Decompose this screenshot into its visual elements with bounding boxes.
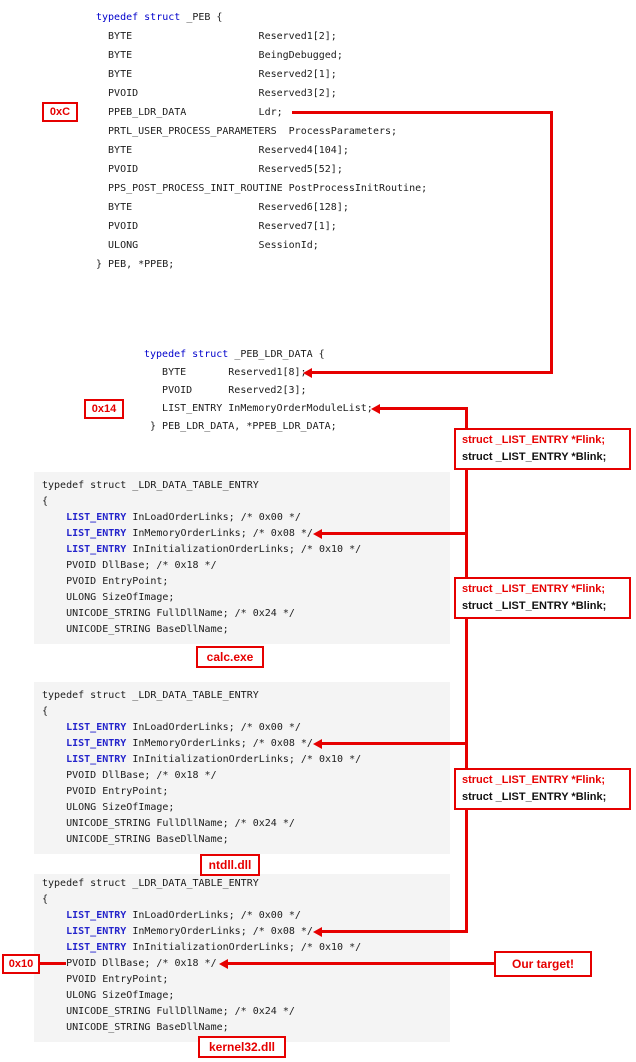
code-line: LIST_ENTRY InMemoryOrderLinks; /* 0x08 *…	[66, 528, 313, 539]
flink-text: struct _LIST_ENTRY *Flink;	[462, 774, 606, 786]
code-line: {	[42, 496, 49, 507]
list-entry-annotation-3: struct _LIST_ENTRY *Flink; struct _LIST_…	[454, 768, 631, 810]
offset-label-0x10: 0x10	[2, 954, 40, 974]
connector-inmemoryorderlinks-kernel32	[322, 930, 468, 933]
code-line: } PEB_LDR_DATA, *PPEB_LDR_DATA;	[144, 421, 337, 432]
code-line: PVOID DllBase; /* 0x18 */	[42, 958, 217, 969]
blink-text: struct _LIST_ENTRY *Blink;	[462, 600, 607, 612]
code-line: UNICODE_STRING FullDllName; /* 0x24 */	[42, 818, 295, 829]
code-line: {	[42, 706, 49, 717]
code-line: UNICODE_STRING BaseDllName;	[42, 834, 229, 845]
arrowhead-pebldrdata-icon	[303, 368, 312, 378]
code-line: PPEB_LDR_DATA Ldr;	[96, 107, 283, 118]
module-label-calc: calc.exe	[196, 646, 264, 668]
code-line: BYTE Reserved2[1];	[96, 69, 337, 80]
code-line: LIST_ENTRY InMemoryOrderLinks; /* 0x08 *…	[66, 738, 313, 749]
code-line: PVOID EntryPoint;	[42, 576, 169, 587]
code-line: typedef struct _LDR_DATA_TABLE_ENTRY	[42, 480, 259, 491]
code-line: LIST_ENTRY InLoadOrderLinks; /* 0x00 */	[66, 512, 301, 523]
our-target-label: Our target!	[494, 951, 592, 977]
code-line: PVOID Reserved7[1];	[96, 221, 337, 232]
code-line: typedef struct _PEB_LDR_DATA {	[144, 349, 325, 360]
module-label-ntdll: ntdll.dll	[200, 854, 260, 876]
code-line: UNICODE_STRING BaseDllName;	[42, 624, 229, 635]
code-line: BYTE Reserved4[104];	[96, 145, 349, 156]
arrowhead-inmemoryorderlinks-kernel32-icon	[313, 927, 322, 937]
code-line: PVOID EntryPoint;	[42, 786, 169, 797]
list-entry-annotation-1: struct _LIST_ENTRY *Flink; struct _LIST_…	[454, 428, 631, 470]
connector-ldr-top	[292, 111, 553, 114]
connector-inmemoryordermodulelist	[380, 407, 468, 410]
ldr-data-table-entry-ntdll: typedef struct _LDR_DATA_TABLE_ENTRY { LI…	[34, 682, 450, 854]
code-line: typedef struct _PEB {	[96, 12, 223, 23]
offset-label-0x14: 0x14	[84, 399, 124, 419]
arrowhead-dllbase-icon	[219, 959, 228, 969]
arrowhead-inmemoryorderlinks-ntdll-icon	[313, 739, 322, 749]
code-line: } PEB, *PPEB;	[96, 259, 175, 270]
code-line: LIST_ENTRY InMemoryOrderLinks; /* 0x08 *…	[66, 926, 313, 937]
peb-ldr-data-struct-code: typedef struct _PEB_LDR_DATA { BYTE Rese…	[144, 346, 373, 436]
code-line: UNICODE_STRING FullDllName; /* 0x24 */	[42, 1006, 295, 1017]
code-line: PVOID Reserved2[3];	[144, 385, 307, 396]
code-line: LIST_ENTRY InLoadOrderLinks; /* 0x00 */	[66, 910, 301, 921]
blink-text: struct _LIST_ENTRY *Blink;	[462, 791, 607, 803]
code-line: typedef struct _LDR_DATA_TABLE_ENTRY	[42, 690, 259, 701]
ldr-data-table-entry-calc: typedef struct _LDR_DATA_TABLE_ENTRY { LI…	[34, 472, 450, 644]
connector-inmemoryorderlinks-calc	[322, 532, 468, 535]
code-line: ULONG SizeOfImage;	[42, 802, 175, 813]
arrowhead-inmemoryordermodulelist-icon	[371, 404, 380, 414]
code-line: PVOID Reserved5[52];	[96, 164, 343, 175]
code-line: BYTE Reserved1[8];	[144, 367, 307, 378]
code-line: PVOID DllBase; /* 0x18 */	[42, 560, 217, 571]
code-line: LIST_ENTRY InMemoryOrderModuleList;	[144, 403, 373, 414]
code-line: LIST_ENTRY InLoadOrderLinks; /* 0x00 */	[66, 722, 301, 733]
flink-text: struct _LIST_ENTRY *Flink;	[462, 434, 606, 446]
flink-text: struct _LIST_ENTRY *Flink;	[462, 583, 606, 595]
ldr-data-table-entry-kernel32: typedef struct _LDR_DATA_TABLE_ENTRY { LI…	[34, 874, 450, 1042]
connector-ldr-bottom	[312, 371, 553, 374]
code-line: LIST_ENTRY InInitializationOrderLinks; /…	[66, 754, 362, 765]
code-line: ULONG SizeOfImage;	[42, 592, 175, 603]
code-line: LIST_ENTRY InInitializationOrderLinks; /…	[66, 544, 362, 555]
code-line: ULONG SessionId;	[96, 240, 319, 251]
arrowhead-inmemoryorderlinks-calc-icon	[313, 529, 322, 539]
connector-ldr-vertical	[550, 111, 553, 374]
code-line: PPS_POST_PROCESS_INIT_ROUTINE PostProces…	[96, 183, 428, 194]
connector-0x10-to-dllbase	[40, 962, 66, 965]
code-line: PVOID Reserved3[2];	[96, 88, 337, 99]
code-line: PVOID DllBase; /* 0x18 */	[42, 770, 217, 781]
module-label-kernel32: kernel32.dll	[198, 1036, 286, 1058]
connector-dllbase-to-target	[228, 962, 494, 965]
connector-inmemoryorderlinks-ntdll	[322, 742, 468, 745]
code-line: BYTE BeingDebugged;	[96, 50, 343, 61]
blink-text: struct _LIST_ENTRY *Blink;	[462, 451, 607, 463]
code-line: PVOID EntryPoint;	[42, 974, 169, 985]
code-line: PRTL_USER_PROCESS_PARAMETERS ProcessPara…	[96, 126, 398, 137]
connector-module-list-trunk	[465, 407, 468, 933]
code-line: typedef struct _LDR_DATA_TABLE_ENTRY	[42, 878, 259, 889]
code-line: BYTE Reserved6[128];	[96, 202, 349, 213]
code-line: UNICODE_STRING BaseDllName;	[42, 1022, 229, 1033]
peb-struct-code: typedef struct _PEB { BYTE Reserved1[2];…	[96, 8, 427, 274]
code-line: BYTE Reserved1[2];	[96, 31, 337, 42]
code-line: ULONG SizeOfImage;	[42, 990, 175, 1001]
offset-label-0xC: 0xC	[42, 102, 78, 122]
code-line: LIST_ENTRY InInitializationOrderLinks; /…	[66, 942, 362, 953]
list-entry-annotation-2: struct _LIST_ENTRY *Flink; struct _LIST_…	[454, 577, 631, 619]
code-line: UNICODE_STRING FullDllName; /* 0x24 */	[42, 608, 295, 619]
code-line: {	[42, 894, 49, 905]
